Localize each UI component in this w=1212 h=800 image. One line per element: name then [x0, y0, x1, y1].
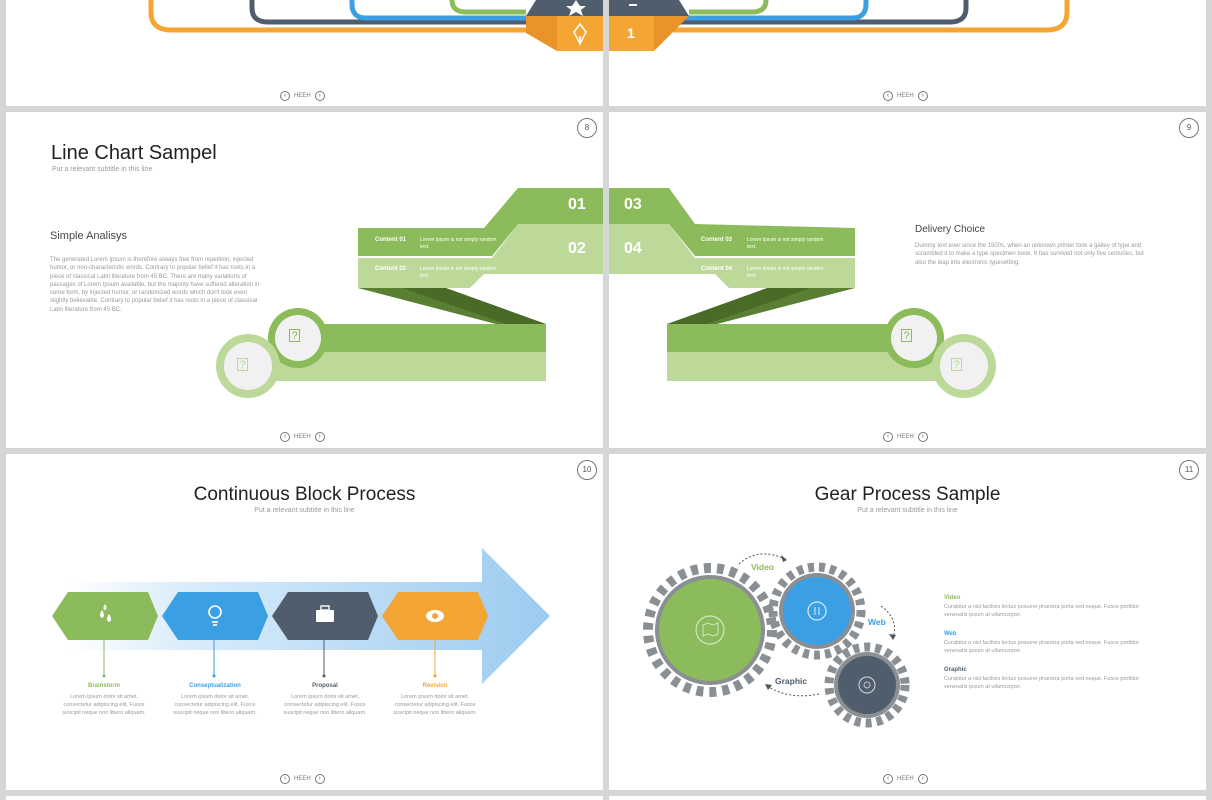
gear-diagram [643, 553, 910, 728]
block-arrow-graphic [52, 548, 550, 684]
next-button[interactable]: › [917, 774, 928, 784]
nav-label: HEEH [294, 434, 311, 440]
prev-button[interactable]: ‹ [883, 91, 893, 101]
item-label: Graphic [944, 667, 967, 673]
map-icon [695, 615, 725, 645]
placeholder-icon: ? [237, 358, 248, 371]
step-number: 03 [624, 196, 642, 213]
placeholder-icon: ? [951, 358, 962, 371]
gear-label-web: Web [868, 617, 886, 627]
next-button[interactable]: › [314, 774, 325, 784]
next-button[interactable]: › [314, 91, 325, 101]
gear-label-graphic: Graphic [775, 676, 808, 686]
step-hexagon [162, 592, 268, 640]
water-drops-icon [100, 604, 111, 622]
nav-label: HEEH [897, 434, 914, 440]
prev-button[interactable]: ‹ [280, 91, 290, 101]
nav-label: HEEH [897, 776, 914, 782]
slide-8[interactable]: 8 Line Chart Sampel Put a relevant subti… [6, 112, 603, 448]
step-number-badge: 1 [627, 25, 635, 41]
next-button[interactable]: › [917, 432, 928, 442]
settings-icon [807, 601, 827, 621]
slide-nav: ‹ HEEH › [280, 91, 325, 101]
step-label: Proposal [312, 683, 338, 689]
slide-subtitle: Put a relevant subtitle in this line [52, 166, 153, 173]
slide-nav: ‹ HEEH › [883, 91, 928, 101]
slide-nav: ‹ HEEH › [883, 432, 928, 442]
step-text: Lorem ipsum dolor sit amet, consectetur … [283, 694, 367, 716]
row-text: Lorem Ipsum is not simply random text. [747, 237, 824, 250]
star-icon [566, 0, 586, 16]
row-text: Lorem Ipsum is not simply random text. [420, 266, 497, 279]
step-label: Brainstorm [87, 683, 120, 689]
step-number: 02 [568, 240, 586, 257]
item-label: Video [944, 595, 961, 601]
step-number: 01 [568, 196, 586, 213]
nested-frames-graphic-mirror [609, 0, 1070, 51]
item-text: Curabitur a nisl facilisis lectus posuer… [944, 676, 1140, 690]
step-text: Lorem ipsum dolor sit amet, consectetur … [393, 694, 477, 716]
item-text: Curabitur a nisl facilisis lectus posuer… [944, 604, 1140, 618]
slide-nav: ‹ HEEH › [280, 432, 325, 442]
row-text: Lorem Ipsum is not simply random text. [747, 266, 824, 279]
slide-number: 11 [1179, 460, 1199, 480]
prev-button[interactable]: ‹ [883, 432, 893, 442]
placeholder-icon: ? [289, 329, 300, 342]
slide-title: Line Chart Sampel [51, 142, 217, 164]
pen-nib-icon [573, 22, 587, 46]
slide-11[interactable]: 11 Gear Process Sample Put a relevant su… [609, 454, 1206, 790]
slide-10[interactable]: 10 Continuous Block Process Put a releva… [6, 454, 603, 790]
target-icon [858, 676, 876, 694]
row-label: Content 03 [701, 237, 733, 243]
slide-subtitle: Put a relevant subtitle in this line [857, 507, 958, 514]
slide-bottom-left [6, 796, 603, 800]
prev-button[interactable]: ‹ [883, 774, 893, 784]
next-button[interactable]: › [314, 432, 325, 442]
body-text: The generated Lorem Ipsum is therefore a… [50, 257, 260, 313]
slide-subtitle: Put a relevant subtitle in this line [254, 507, 355, 514]
row-label: Content 04 [701, 266, 733, 272]
next-button[interactable]: › [917, 91, 928, 101]
nav-label: HEEH [897, 93, 914, 99]
gear-label-video: Video [751, 562, 774, 572]
eye-icon [426, 610, 444, 622]
slide-top-left[interactable]: ‹ HEEH › [6, 0, 603, 106]
slide-number: 9 [1179, 118, 1199, 138]
item-label: Web [944, 631, 957, 637]
row-text: Lorem Ipsum is not simply random text. [420, 237, 497, 250]
step-hexagon [52, 592, 158, 640]
slide-top-right[interactable]: 1 ‹ HEEH › [609, 0, 1206, 106]
slide-bottom-right [609, 796, 1206, 800]
slide-title: Continuous Block Process [193, 484, 416, 505]
section-heading: Delivery Choice [915, 224, 986, 235]
step-text: Lorem ipsum dolor sit amet, consectetur … [62, 694, 146, 716]
row-label: Content 01 [375, 237, 407, 243]
nav-label: HEEH [294, 776, 311, 782]
prev-button[interactable]: ‹ [280, 774, 290, 784]
slide-title: Gear Process Sample [814, 484, 1001, 505]
nav-label: HEEH [294, 93, 311, 99]
lightbulb-icon [208, 605, 222, 626]
body-text: Dummy text ever since the 1500s, when an… [915, 243, 1144, 266]
row-label: Content 02 [375, 266, 407, 272]
ribbon-diagram-mirror [609, 188, 996, 398]
step-label: Conseptualization [189, 683, 241, 689]
dash-mark [629, 4, 637, 6]
step-label: Revision [422, 683, 448, 689]
slide-number: 8 [577, 118, 597, 138]
slide-nav: ‹ HEEH › [280, 774, 325, 784]
prev-button[interactable]: ‹ [280, 432, 290, 442]
slide-9[interactable]: 9 Delivery Choice Dummy text ever since … [609, 112, 1206, 448]
slide-number: 10 [577, 460, 597, 480]
step-number: 04 [624, 240, 642, 257]
section-heading: Simple Analisys [50, 230, 128, 242]
nested-frames-graphic [148, 0, 603, 51]
placeholder-icon: ? [901, 329, 912, 342]
item-text: Curabitur a nisl facilisis lectus posuer… [944, 640, 1140, 654]
slide-nav: ‹ HEEH › [883, 774, 928, 784]
ribbon-diagram [216, 188, 603, 398]
step-text: Lorem ipsum dolor sit amet, consectetur … [173, 694, 257, 716]
briefcase-icon [316, 605, 334, 622]
